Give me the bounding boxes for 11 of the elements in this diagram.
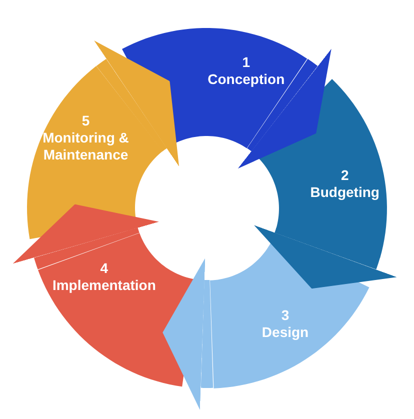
step-number: 2 bbox=[340, 166, 350, 184]
step-label: Implementation bbox=[51, 277, 157, 294]
cycle-segment bbox=[27, 66, 163, 240]
step-number: 3 bbox=[280, 307, 290, 324]
step-label: Design bbox=[260, 324, 310, 342]
step-label: Budgeting bbox=[309, 184, 380, 201]
step-label: Monitoring & Maintenance bbox=[42, 129, 130, 164]
step-number: 4 bbox=[99, 260, 110, 278]
step-label: Conception bbox=[206, 71, 286, 88]
step-number: 5 bbox=[80, 112, 91, 130]
step-number: 1 bbox=[241, 54, 252, 72]
